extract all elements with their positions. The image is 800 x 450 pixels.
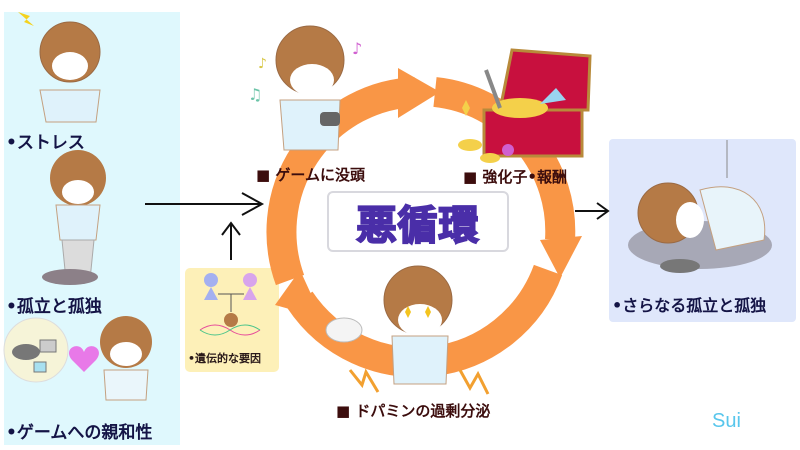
diagram-title: 悪循環 [356,202,480,250]
excited-person-icon [325,265,490,395]
title-box: 悪循環 [327,191,509,252]
result-label: •さらなる孤立と孤独 [612,296,767,315]
game-affinity-icon [3,316,152,401]
cause-label-game-affinity: •ゲームへの親和性 [6,423,153,443]
cause-label-stress: •ストレス [6,133,85,153]
stressed-person-icon [18,12,101,123]
treasure-chest-icon [458,48,592,163]
cycle-step-gaming: ■ ゲームに没頭 [256,166,365,184]
svg-text:♫: ♫ [248,85,262,104]
svg-text:♪: ♪ [258,56,267,72]
cycle-step-dopamine: ■ ドパミンの過剰分泌 [336,402,491,420]
lonely-person-icon [42,150,106,285]
svg-text:♪: ♪ [352,39,362,58]
gaming-person-icon: ♪ ♫ ♪ [248,25,362,151]
author-signature: Sui [712,410,741,432]
cycle-step-reward: ■ 強化子•報酬 [463,168,567,186]
cause-label-isolation: •孤立と孤独 [6,297,102,317]
dna-heredity-icon [199,273,261,336]
genetic-factor-label: •遺伝的な要因 [188,352,262,365]
collapsed-person-icon [628,140,772,273]
